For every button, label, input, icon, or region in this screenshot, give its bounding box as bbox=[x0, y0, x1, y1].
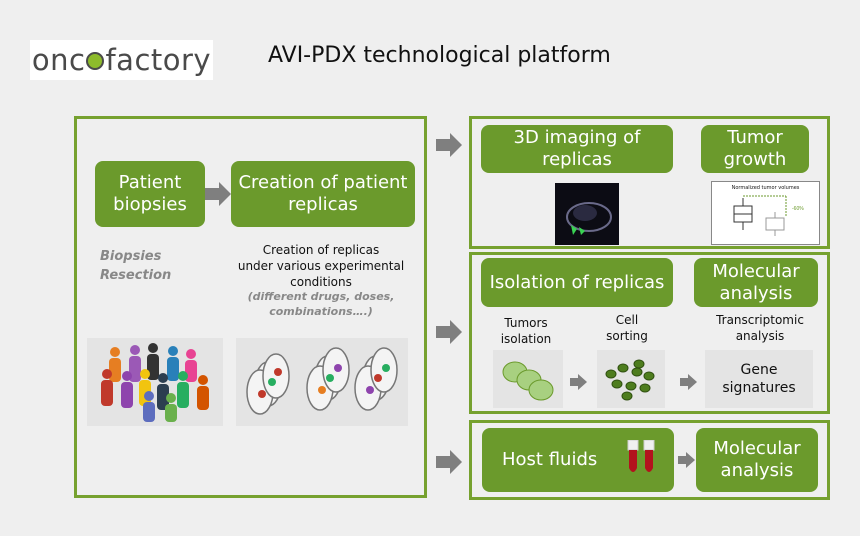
biopsies-note-line2: Resection bbox=[100, 267, 190, 286]
oncofactory-logo: onc factory bbox=[30, 40, 213, 80]
imaging-replicas-label: 3D imaging of replicas bbox=[481, 127, 673, 170]
molecular-analysis-box-2: Molecular analysis bbox=[696, 428, 818, 492]
creation-description: Creation of replicas under various exper… bbox=[221, 243, 421, 320]
arrow-isolation-to-sorting bbox=[570, 374, 587, 390]
arrow-fluids-to-molecular bbox=[678, 452, 695, 468]
creation-replicas-box: Creation of patient replicas bbox=[231, 161, 415, 227]
logo-circle-icon bbox=[86, 52, 104, 70]
creation-replicas-label: Creation of patient replicas bbox=[231, 172, 415, 215]
3d-imaging-picture bbox=[555, 183, 619, 245]
arrow-to-fluids bbox=[436, 450, 462, 474]
arrow-to-imaging bbox=[436, 133, 462, 157]
logo-text-right: factory bbox=[105, 43, 211, 77]
transcriptomic-line2: analysis bbox=[700, 329, 820, 345]
biopsies-note: Biopsies Resection bbox=[100, 248, 190, 286]
isolation-replicas-label: Isolation of replicas bbox=[490, 272, 665, 294]
creation-desc-line2: under various experimental bbox=[221, 259, 421, 275]
blood-tubes-icon bbox=[626, 440, 658, 476]
gene-signatures-box: Gene signatures bbox=[705, 350, 813, 408]
cell-sorting-text: Cell sorting bbox=[594, 313, 660, 344]
arrow-sorting-to-genes bbox=[680, 374, 697, 390]
patients-illustration bbox=[87, 338, 223, 426]
creation-desc-line1: Creation of replicas bbox=[221, 243, 421, 259]
cell-sorting-picture bbox=[597, 350, 665, 408]
page-title: AVI-PDX technological platform bbox=[268, 43, 611, 68]
tumor-chart-annotation: -60% bbox=[792, 206, 804, 212]
arrow-to-isolation bbox=[436, 320, 462, 344]
patient-biopsies-label: Patient biopsies bbox=[95, 172, 205, 215]
mice-replicas-illustration bbox=[236, 338, 408, 426]
creation-detail-line2: combinations….) bbox=[221, 305, 421, 320]
patient-biopsies-box: Patient biopsies bbox=[95, 161, 205, 227]
gene-signatures-line2: signatures bbox=[722, 379, 795, 397]
tumors-isolation-line1: Tumors bbox=[488, 316, 564, 332]
cell-sorting-line1: Cell bbox=[594, 313, 660, 329]
molecular-analysis-box-1: Molecular analysis bbox=[694, 258, 818, 307]
host-fluids-label: Host fluids bbox=[502, 449, 597, 471]
arrow-biopsies-to-creation bbox=[205, 182, 231, 206]
creation-desc-line3: conditions bbox=[221, 275, 421, 291]
imaging-replicas-box: 3D imaging of replicas bbox=[481, 125, 673, 173]
tumor-growth-label: Tumor growth bbox=[701, 127, 809, 170]
tumors-isolation-picture bbox=[493, 350, 563, 408]
tumors-isolation-text: Tumors isolation bbox=[488, 316, 564, 347]
cell-sorting-line2: sorting bbox=[594, 329, 660, 345]
biopsies-note-line1: Biopsies bbox=[100, 248, 190, 267]
transcriptomic-line1: Transcriptomic bbox=[700, 313, 820, 329]
creation-detail-line1: (different drugs, doses, bbox=[221, 290, 421, 305]
gene-signatures-line1: Gene bbox=[741, 361, 778, 379]
logo-text-left: onc bbox=[32, 43, 86, 77]
tumor-growth-chart: Normalized tumor volumes -60% bbox=[711, 181, 820, 245]
tumors-isolation-line2: isolation bbox=[488, 332, 564, 348]
isolation-replicas-box: Isolation of replicas bbox=[481, 258, 673, 307]
molecular-analysis-label-1: Molecular analysis bbox=[694, 261, 818, 304]
transcriptomic-text: Transcriptomic analysis bbox=[700, 313, 820, 344]
tumor-growth-box: Tumor growth bbox=[701, 125, 809, 173]
molecular-analysis-label-2: Molecular analysis bbox=[696, 438, 818, 481]
